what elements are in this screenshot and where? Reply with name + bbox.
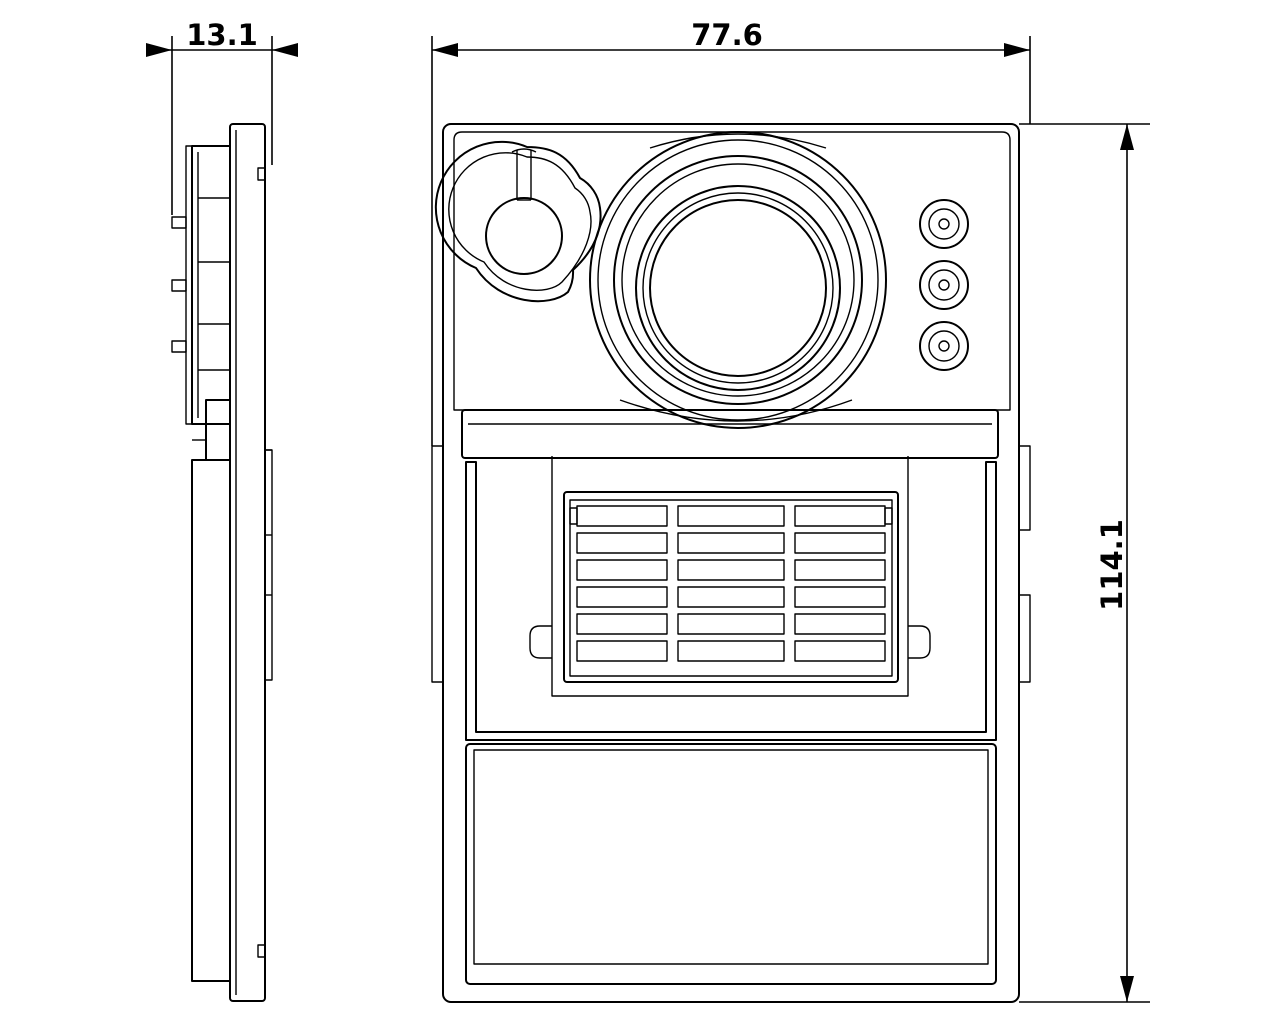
- speaker-clip-right: [908, 625, 931, 659]
- grille-corner-left: [569, 507, 578, 525]
- label-window-outer: [465, 743, 997, 985]
- side-tab-bottom: [257, 944, 266, 958]
- grille-slot: [677, 559, 785, 581]
- led-3-ring: [928, 330, 960, 362]
- speaker-grille-inner: [569, 499, 893, 677]
- lens-housing-inner: [642, 192, 834, 384]
- led-1-ring: [928, 208, 960, 240]
- button-slot-cap: [511, 148, 537, 153]
- lens-bezel-inner: [621, 163, 855, 397]
- width-arrow-left: [432, 43, 458, 57]
- grille-slot: [576, 532, 668, 554]
- camera-lens: [589, 131, 887, 429]
- dimension-width: 77.6: [431, 18, 1031, 446]
- height-arrow-bottom: [1120, 976, 1134, 1002]
- led-3: [938, 340, 950, 352]
- grille-slot: [677, 640, 785, 662]
- label-window-inner: [473, 749, 989, 965]
- side-pin-3: [171, 340, 187, 353]
- led-indicators: [919, 199, 969, 371]
- side-rear-body-lower: [191, 459, 231, 982]
- grille-slot: [794, 505, 886, 527]
- dimension-height: 114.1: [1019, 123, 1150, 1003]
- grille-slot: [576, 586, 668, 608]
- speaker-clip-left: [529, 625, 552, 659]
- side-clip: [205, 399, 231, 461]
- lens-top-arc: [649, 133, 827, 149]
- lens-bezel: [613, 155, 863, 405]
- grille-slot: [677, 532, 785, 554]
- led-2: [938, 279, 950, 291]
- front-view: [431, 123, 1031, 1003]
- front-top-recess: [453, 131, 1011, 411]
- call-button: [485, 197, 563, 275]
- grille-slot: [677, 586, 785, 608]
- lens-outer-ring: [589, 131, 887, 429]
- led-2-outer: [919, 260, 969, 310]
- depth-arrow-left: [146, 43, 172, 57]
- front-side-tab-right-lower: [1018, 594, 1031, 683]
- grille-slot: [576, 613, 668, 635]
- height-label: 114.1: [1095, 519, 1129, 611]
- grille-slot: [794, 559, 886, 581]
- grille-slot: [794, 613, 886, 635]
- side-pin-1: [171, 216, 187, 229]
- call-button-pod: [434, 140, 602, 303]
- height-arrow-top: [1120, 124, 1134, 150]
- grille-slot: [677, 505, 785, 527]
- grille-slot: [576, 505, 668, 527]
- speaker-grille-frame: [563, 491, 899, 683]
- side-rail: [264, 449, 273, 681]
- lens-glass: [649, 199, 827, 377]
- side-pin-2: [171, 279, 187, 292]
- lens-housing: [635, 185, 841, 391]
- depth-label: 13.1: [186, 18, 258, 52]
- width-label: 77.6: [691, 18, 763, 52]
- side-tab-top: [257, 167, 266, 181]
- front-side-tab-right-upper: [1018, 445, 1031, 531]
- grille-slot: [576, 559, 668, 581]
- grille-slot: [677, 613, 785, 635]
- depth-arrow-right: [272, 43, 298, 57]
- grille-slot: [794, 586, 886, 608]
- dimension-depth: 13.1: [146, 18, 298, 215]
- led-1-outer: [919, 199, 969, 249]
- front-outer-plate: [442, 123, 1020, 1003]
- speaker-housing: [551, 456, 909, 697]
- grille-corner-right: [884, 507, 893, 525]
- width-arrow-right: [1004, 43, 1030, 57]
- divider-bar: [461, 409, 999, 459]
- speaker-frame: [465, 461, 997, 741]
- side-view: [171, 123, 273, 1002]
- led-1: [938, 218, 950, 230]
- button-pod-inner: [448, 152, 592, 291]
- speaker-section: [465, 456, 997, 741]
- button-pod-outline: [434, 140, 602, 303]
- front-side-tab-left: [431, 445, 444, 683]
- name-label-window: [465, 743, 997, 985]
- grille-slot: [794, 640, 886, 662]
- grille-slot: [576, 640, 668, 662]
- led-3-outer: [919, 321, 969, 371]
- grille-slots: [576, 505, 886, 662]
- led-2-ring: [928, 269, 960, 301]
- side-front-plate: [229, 123, 266, 1002]
- side-pins: [171, 197, 230, 371]
- lens-outer-ring-2: [597, 139, 879, 421]
- grille-slot: [794, 532, 886, 554]
